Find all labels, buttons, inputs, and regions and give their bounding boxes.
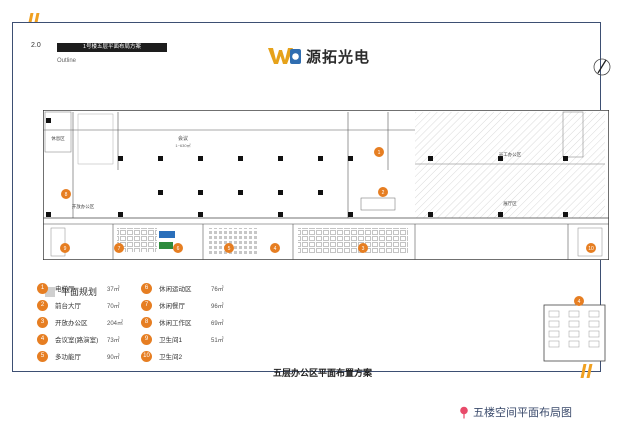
plan-marker: 5 <box>224 243 234 253</box>
hall-label: 会议 <box>178 135 188 142</box>
legend-num: 7 <box>141 299 152 311</box>
legend-num: 5 <box>37 350 48 362</box>
legend-item: 2 前台大厅 70㎡ <box>37 299 120 311</box>
legend-area: 51㎡ <box>211 337 224 344</box>
decor-stripes-bottom-right <box>580 364 595 378</box>
north-arrow-icon <box>593 58 611 76</box>
legend-name: 卫生间2 <box>159 354 183 361</box>
section-number: 2.0 <box>31 42 41 49</box>
legend-num: 1 <box>37 282 48 294</box>
plan-marker: 4 <box>574 296 584 306</box>
legend-item: 10 卫生间2 <box>141 350 211 362</box>
legend-item: 7 休闲餐厅 96㎡ <box>141 299 224 311</box>
floor-plan-card: 2.0 1号楼五层平面布局方案 Outline 源拓光电 <box>12 22 611 378</box>
section-title: 1号楼五层平面布局方案 <box>57 43 167 52</box>
svg-text:4: 4 <box>578 299 581 305</box>
plan-marker: 8 <box>61 189 71 199</box>
legend-name: 会议室(路演室) <box>55 337 99 344</box>
plan-marker: 2 <box>378 187 388 197</box>
floor-plan-drawing: 会议 1~630㎡ 休息区 员工办公区 展厅区 开放办公区 1 2 3 4 5 … <box>43 110 609 260</box>
legend-num: 9 <box>141 333 152 345</box>
office-right-top-label: 员工办公区 <box>499 151 522 158</box>
location-pin-icon <box>460 406 468 418</box>
rest-area-label: 休息区 <box>51 135 65 142</box>
svg-text:6: 6 <box>177 246 180 252</box>
legend-name: 开放办公区 <box>55 320 88 327</box>
legend-name: 电梯厅 <box>55 286 75 293</box>
plan-marker: 4 <box>270 243 280 253</box>
legend-name: 休闲运动区 <box>159 286 192 293</box>
legend-area: 69㎡ <box>211 320 224 327</box>
legend-num: 6 <box>141 282 152 294</box>
legend-area: 90㎡ <box>107 354 120 361</box>
brand-name: 源拓光电 <box>306 48 371 66</box>
plan-marker: 3 <box>358 243 368 253</box>
plan-title: 五层办公区平面布置方案 <box>273 368 373 378</box>
svg-text:4: 4 <box>274 246 277 252</box>
plan-marker: 1 <box>374 147 384 157</box>
office-left-label: 开放办公区 <box>72 203 95 210</box>
restroom-inset-drawing: 4 <box>543 296 606 362</box>
legend-item: 9 卫生间1 51㎡ <box>141 333 224 345</box>
svg-text:8: 8 <box>65 192 68 198</box>
plan-marker: 9 <box>60 243 70 253</box>
legend-area: 73㎡ <box>107 337 120 344</box>
legend-area: 70㎡ <box>107 303 120 310</box>
plan-marker: 6 <box>173 243 183 253</box>
legend-item: 4 会议室(路演室) 73㎡ <box>37 333 120 345</box>
legend-heading-square <box>45 286 55 297</box>
legend-item: 8 休闲工作区 69㎡ <box>141 316 224 328</box>
legend-name: 休闲工作区 <box>159 320 192 327</box>
legend-name: 卫生间1 <box>159 337 183 344</box>
legend-name: 休闲餐厅 <box>159 303 185 310</box>
legend-num: 8 <box>141 316 152 328</box>
svg-text:7: 7 <box>118 246 121 252</box>
legend-num: 10 <box>141 350 152 362</box>
legend-area: 96㎡ <box>211 303 224 310</box>
svg-text:3: 3 <box>362 246 365 252</box>
legend-heading: 平面规划 <box>45 285 97 298</box>
legend-item: 3 开放办公区 204㎡ <box>37 316 123 328</box>
legend-item: 6 休闲运动区 76㎡ <box>141 282 224 294</box>
brand-logo: 源拓光电 <box>268 44 370 68</box>
legend-area: 76㎡ <box>211 286 224 293</box>
legend-num: 3 <box>37 316 48 328</box>
legend-item: 1 电梯厅 37㎡ <box>37 282 120 294</box>
svg-text:2: 2 <box>382 190 385 196</box>
brand-logo-icon <box>268 48 301 64</box>
svg-text:9: 9 <box>64 246 67 252</box>
svg-text:1: 1 <box>378 150 381 156</box>
figure-caption-text: 五楼空间平面布局图 <box>473 407 572 419</box>
legend-area: 204㎡ <box>107 320 124 327</box>
legend-name: 多功能厅 <box>55 354 81 361</box>
plan-marker: 10 <box>586 243 596 253</box>
figure-caption: 五楼空间平面布局图 <box>459 404 572 420</box>
legend-area: 37㎡ <box>107 286 120 293</box>
section-subtitle: Outline <box>57 58 77 64</box>
plan-marker: 7 <box>114 243 124 253</box>
legend-num: 4 <box>37 333 48 345</box>
svg-text:5: 5 <box>228 246 231 252</box>
hall-area-label: 1~630㎡ <box>175 142 190 148</box>
legend-item: 5 多功能厅 90㎡ <box>37 350 120 362</box>
office-right-bottom-label: 展厅区 <box>503 201 517 207</box>
legend-heading-text: 平面规划 <box>61 287 98 297</box>
svg-text:10: 10 <box>588 246 594 252</box>
legend-num: 2 <box>37 299 48 311</box>
legend-name: 前台大厅 <box>55 303 81 310</box>
